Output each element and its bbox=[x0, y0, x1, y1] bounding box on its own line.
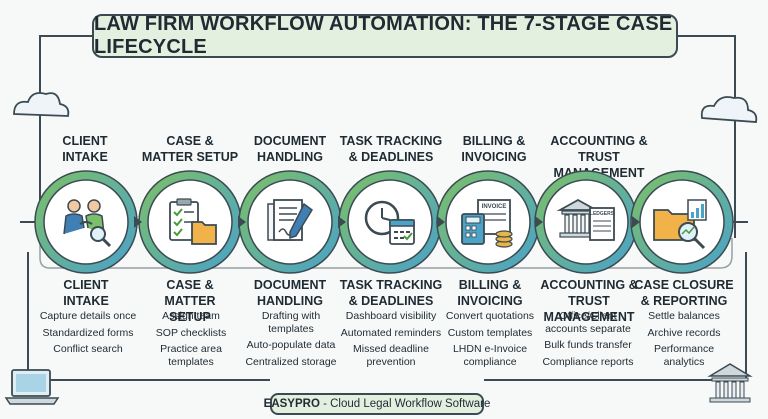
list-item: Auto-populate data bbox=[246, 339, 336, 351]
list-item: Automated reminders bbox=[340, 326, 442, 339]
stage-6-items: Office/Client accounts separate Bulk fun… bbox=[536, 310, 640, 372]
clock-calendar-icon bbox=[364, 200, 415, 245]
footer-banner: EASYPRO - Cloud Legal Workflow Software bbox=[264, 393, 490, 415]
list-item: Convert quotations bbox=[445, 310, 535, 322]
list-item: Missed deadline prevention bbox=[353, 343, 429, 368]
list-item: Assign team bbox=[162, 310, 220, 322]
list-item: Custom templates bbox=[447, 326, 533, 339]
list-item: Office/Client accounts separate bbox=[545, 310, 631, 335]
stage-4-top-label: TASK TRACKING& DEADLINES bbox=[339, 134, 443, 164]
stage-1-items: Capture details once Standardized forms … bbox=[36, 310, 140, 360]
list-item: SOP checklists bbox=[155, 326, 227, 339]
document-pen-icon bbox=[267, 199, 313, 241]
stage-2-items: Assign team SOP checklists Practice area… bbox=[150, 310, 232, 372]
ledgers-icon-text: LEDGERS bbox=[590, 211, 615, 217]
list-item: Capture details once bbox=[39, 310, 137, 322]
list-item: Compliance reports bbox=[542, 355, 634, 368]
list-item: Conflict search bbox=[53, 343, 123, 355]
bank-ledger-icon: LEDGERS bbox=[556, 198, 615, 241]
handshake-magnifier-icon bbox=[63, 199, 112, 248]
title-banner: LAW FIRM WORKFLOW AUTOMATION: THE 7-STAG… bbox=[92, 13, 678, 58]
footer-brand: EASYPRO bbox=[263, 398, 320, 410]
stage-5-items: Convert quotations Custom templates LHDN… bbox=[438, 310, 542, 372]
stage-6-bottom-label: ACCOUNTING &TRUST MANAGEMENT bbox=[540, 278, 638, 324]
clipboard-folder-icon bbox=[169, 198, 217, 245]
stage-2-top-label: CASE &MATTER SETUP bbox=[141, 134, 239, 164]
stage-5-top-label: BILLING &INVOICING bbox=[461, 134, 527, 164]
list-item: LHDN e-Invoice compliance bbox=[452, 343, 528, 368]
stage-4-items: Dashboard visibility Automated reminders… bbox=[338, 310, 444, 372]
list-item: Settle balances bbox=[648, 310, 720, 322]
list-item: Centralized storage bbox=[245, 355, 337, 368]
page-title: LAW FIRM WORKFLOW AUTOMATION: THE 7-STAG… bbox=[94, 13, 673, 58]
invoice-calculator-icon: INVOICE bbox=[461, 199, 513, 248]
stage-4-bottom-label: TASK TRACKING& DEADLINES bbox=[339, 278, 443, 308]
list-item: Bulk funds transfer bbox=[544, 339, 632, 351]
footer-text: - Cloud Legal Workflow Software bbox=[319, 398, 491, 410]
archive-chart-icon bbox=[653, 199, 707, 250]
stage-7-bottom-label: CASE CLOSURE& REPORTING bbox=[634, 278, 734, 308]
list-item: Archive records bbox=[647, 326, 721, 339]
list-item: Practice area templates bbox=[160, 343, 222, 368]
list-item: Performance analytics bbox=[653, 343, 715, 368]
stage-7-items: Settle balances Archive records Performa… bbox=[640, 310, 728, 372]
list-item: Drafting with templates bbox=[261, 310, 321, 335]
list-item: Dashboard visibility bbox=[345, 310, 437, 322]
stage-5-bottom-label: BILLING &INVOICING bbox=[457, 278, 523, 308]
stage-3-items: Drafting with templates Auto-populate da… bbox=[244, 310, 338, 372]
invoice-icon-text: INVOICE bbox=[482, 204, 507, 210]
list-item: Standardized forms bbox=[42, 326, 134, 339]
stage-1-bottom-label: CLIENT INTAKE bbox=[63, 278, 109, 308]
